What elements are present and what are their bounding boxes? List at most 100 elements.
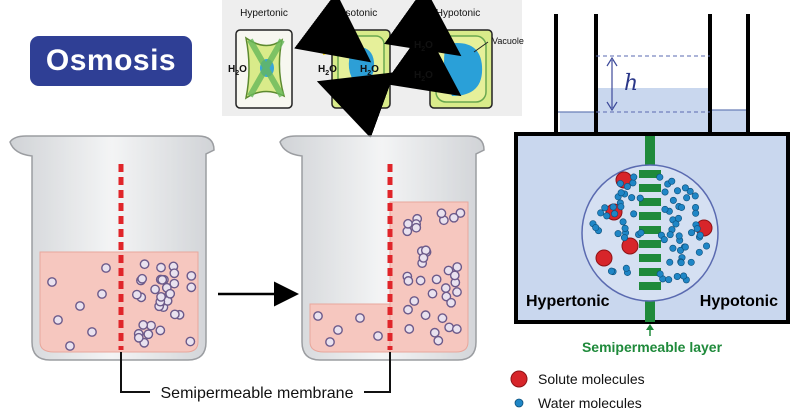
solute-particle <box>333 325 343 335</box>
water-molecule <box>681 184 689 192</box>
water-molecule <box>619 218 627 226</box>
hypertonic-cell <box>235 29 293 109</box>
solute-particle <box>403 304 413 315</box>
solute-particle <box>165 288 176 299</box>
solute-particles-before <box>47 259 197 351</box>
water-molecule <box>674 214 682 222</box>
water-molecule <box>620 234 628 242</box>
solute-particle <box>440 283 451 293</box>
water-label-1: H2O <box>228 64 247 77</box>
solute-particle <box>433 335 444 346</box>
water-molecule <box>629 179 637 187</box>
water-molecule <box>656 173 664 181</box>
solute-particle <box>325 337 335 347</box>
water-molecule <box>677 259 685 267</box>
layer-block <box>639 282 661 290</box>
water-molecule <box>686 187 694 195</box>
solute-particle <box>409 296 420 306</box>
solute-particle <box>186 282 197 293</box>
legend-water-label: Water molecules <box>538 395 642 411</box>
solute-particle <box>452 287 462 297</box>
solute-particle <box>431 274 442 285</box>
layer-label: Semipermeable layer <box>582 339 723 355</box>
water-molecule <box>695 248 703 256</box>
solute-particle <box>449 212 459 223</box>
water-molecule <box>616 180 624 188</box>
solute-molecule <box>595 249 613 267</box>
water-molecule <box>681 243 689 251</box>
layer-block <box>639 170 661 178</box>
vacuole-label: Vacuole <box>492 36 524 46</box>
solute-particles-after <box>313 208 466 347</box>
water-molecule <box>693 225 701 233</box>
cell-label-hypertonic: Hypertonic <box>240 8 288 19</box>
solute-particle <box>169 278 180 289</box>
solute-particle <box>427 288 438 299</box>
solute-particle <box>420 310 431 321</box>
water-molecule <box>621 224 629 232</box>
water-molecule <box>666 258 674 266</box>
water-molecule <box>597 209 605 217</box>
solute-particle <box>156 262 166 273</box>
layer-block <box>639 240 661 248</box>
cell-label-hypotonic: Hypotonic <box>436 8 480 19</box>
page-title: Osmosis <box>45 44 177 77</box>
solute-particle <box>133 332 144 343</box>
legend: Solute molecules Water molecules <box>510 370 645 411</box>
solute-particle <box>443 265 454 276</box>
membrane-callout-line-2 <box>364 352 391 393</box>
water-molecule <box>601 204 609 212</box>
solute-particle <box>403 276 414 286</box>
solute-particle <box>411 222 422 233</box>
solute-particle <box>53 315 63 325</box>
layer-block <box>639 184 661 192</box>
solute-particle <box>429 327 440 338</box>
water-molecule <box>680 272 688 280</box>
solute-particle <box>451 324 462 334</box>
water-molecule <box>676 246 684 254</box>
water-molecule <box>660 236 668 244</box>
water-molecule <box>688 229 696 237</box>
solute-particle <box>155 325 166 336</box>
layer-block <box>639 198 661 206</box>
water-molecule <box>665 276 673 284</box>
solute-particle <box>449 270 460 281</box>
solute-particle <box>65 341 75 351</box>
layer-block <box>639 268 661 276</box>
u-tube-right-label: Hypotonic <box>700 293 778 310</box>
water-molecule <box>691 192 699 200</box>
solute-particle <box>146 320 156 331</box>
legend-water-icon <box>514 398 524 408</box>
layer-block <box>639 212 661 220</box>
solute-particle <box>185 336 196 347</box>
svg-text:H2O: H2O <box>228 64 247 77</box>
solute-particle <box>415 275 426 286</box>
solute-particle <box>156 292 166 302</box>
solute-particle <box>436 208 447 219</box>
solute-particle <box>139 259 150 270</box>
water-molecule <box>669 196 677 204</box>
solute-particle <box>418 252 429 263</box>
water-molecule <box>703 242 711 250</box>
title-badge: Osmosis <box>30 36 192 86</box>
legend-solute-label: Solute molecules <box>538 371 645 387</box>
solute-particle <box>157 274 168 285</box>
water-molecule <box>617 189 625 197</box>
solute-particle <box>355 313 365 323</box>
water-molecule <box>609 203 617 211</box>
solute-particle <box>75 301 85 311</box>
solute-molecule <box>621 237 639 255</box>
water-molecule <box>673 272 681 280</box>
water-molecule <box>628 194 636 202</box>
water-molecule <box>675 232 683 240</box>
water-molecule <box>656 270 664 278</box>
water-label-5: H2O <box>414 70 433 83</box>
water-molecule <box>661 205 669 213</box>
solute-particle <box>186 270 197 281</box>
solute-particle <box>446 297 457 308</box>
isotonic-cell <box>294 0 395 139</box>
water-molecule <box>673 187 681 195</box>
cell-inset-group: Hypertonic Isotonic Hypotonic Vacuole <box>228 0 524 139</box>
water-molecule <box>603 212 611 220</box>
